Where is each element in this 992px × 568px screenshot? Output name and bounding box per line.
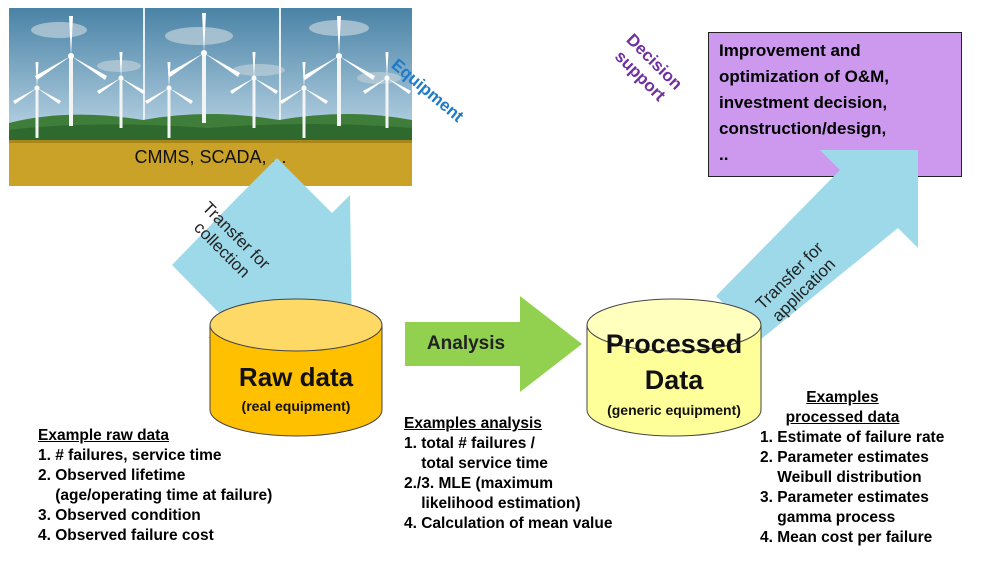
list-item: 1. # failures, service time bbox=[38, 447, 222, 464]
analysis-examples: Examples analysis 1. total # failures / … bbox=[404, 414, 612, 534]
list-item: total service time bbox=[404, 455, 548, 472]
analysis-examples-title: Examples analysis bbox=[404, 415, 542, 432]
raw-examples-title: Example raw data bbox=[38, 427, 169, 444]
list-item: 4. Calculation of mean value bbox=[404, 515, 613, 532]
list-item: 1. Estimate of failure rate bbox=[760, 429, 945, 446]
list-item: likelihood estimation) bbox=[404, 495, 581, 512]
wind-turbine-illustration bbox=[9, 8, 412, 186]
list-item: (age/operating time at failure) bbox=[38, 487, 273, 504]
raw-data-subtitle: (real equipment) bbox=[241, 398, 351, 414]
processed-data-title: Processed Data bbox=[587, 326, 761, 398]
list-item: 3. Parameter estimates bbox=[760, 489, 929, 506]
list-item: gamma process bbox=[760, 509, 896, 526]
processed-examples: Examples processed data 1. Estimate of f… bbox=[760, 388, 985, 548]
decision-box-line: optimization of O&M, bbox=[719, 67, 889, 86]
list-item: Weibull distribution bbox=[760, 469, 922, 486]
processed-title-line1: Processed bbox=[605, 329, 743, 359]
processed-examples-title-line1: Examples bbox=[806, 389, 879, 406]
analysis-arrow bbox=[405, 296, 582, 392]
processed-title-line2: Data bbox=[644, 365, 704, 395]
processed-examples-title-line2: processed data bbox=[785, 409, 900, 426]
collection-arrow bbox=[172, 158, 352, 340]
raw-data-title: Raw data bbox=[238, 362, 354, 392]
list-item: 4. Mean cost per failure bbox=[760, 529, 933, 546]
application-arrow bbox=[716, 150, 918, 340]
list-item: 2./3. MLE (maximum bbox=[404, 475, 554, 492]
ground-label: CMMS, SCADA, ... bbox=[134, 147, 287, 167]
processed-data-subtitle: (generic equipment) bbox=[607, 402, 741, 418]
decision-box-line: Improvement and bbox=[719, 41, 861, 60]
list-item: 4. Observed failure cost bbox=[38, 527, 214, 544]
decision-box-line: investment decision, bbox=[719, 93, 888, 112]
equipment-panel: CMMS, SCADA, ... bbox=[9, 8, 412, 186]
raw-data-examples: Example raw data 1. # failures, service … bbox=[38, 426, 272, 546]
list-item: 3. Observed condition bbox=[38, 507, 201, 524]
decision-support-box: Improvement and optimization of O&M, inv… bbox=[708, 32, 962, 177]
raw-data-cylinder bbox=[209, 298, 383, 437]
list-item: 2. Observed lifetime bbox=[38, 467, 186, 484]
processed-data-cylinder bbox=[586, 298, 762, 437]
list-item: 1. total # failures / bbox=[404, 435, 535, 452]
list-item: 2. Parameter estimates bbox=[760, 449, 929, 466]
decision-box-line: .. bbox=[719, 145, 729, 164]
analysis-arrow-label: Analysis bbox=[426, 333, 506, 354]
decision-box-line: construction/design, bbox=[719, 119, 887, 138]
